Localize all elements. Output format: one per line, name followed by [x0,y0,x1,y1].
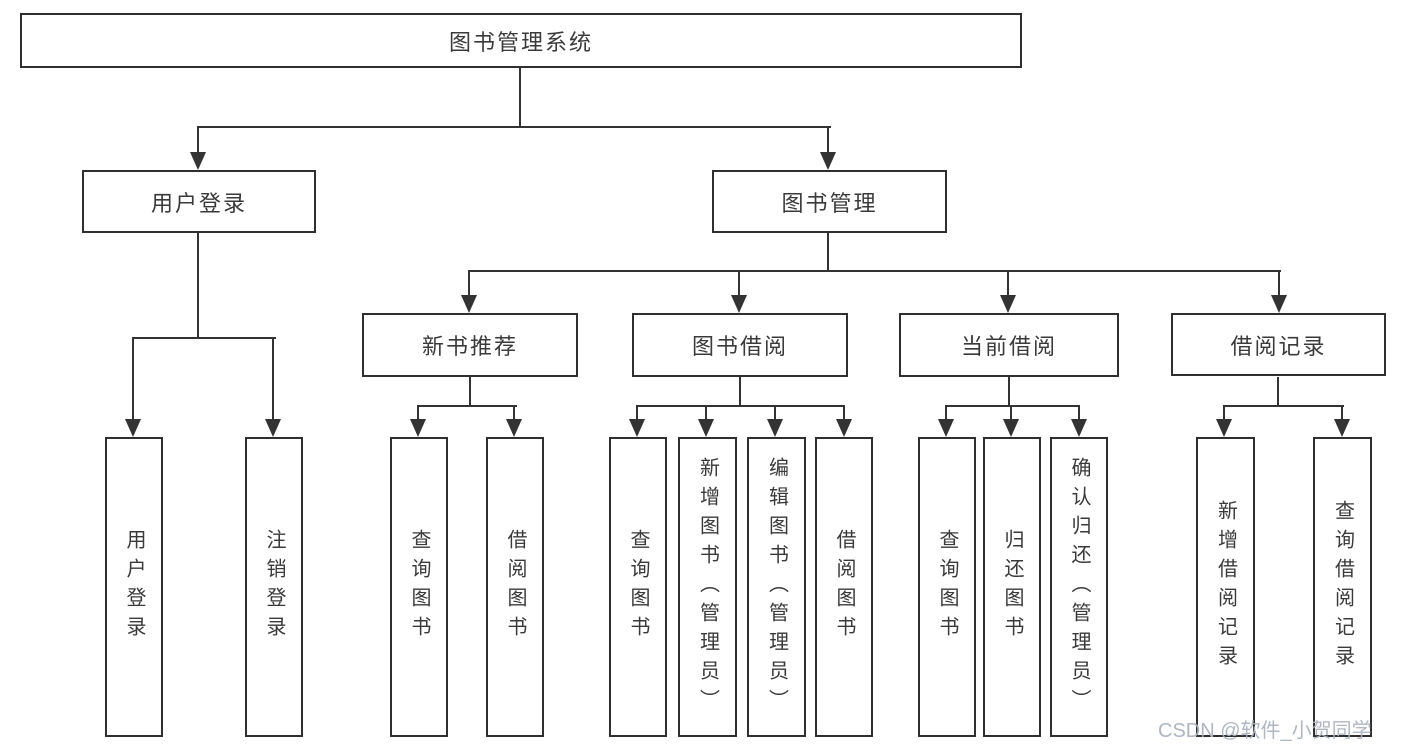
node-add-books-admin: 新增图书（管理员） [678,437,737,737]
node-user-login: 用户登录 [82,170,316,233]
node-query-books-borrowing-label: 查询图书 [627,529,649,645]
connector-current-borrow-drop [1007,270,1009,296]
connector-leaf-drop [705,405,707,421]
node-query-books-borrowing: 查询图书 [609,437,667,737]
node-book-management: 图书管理 [712,170,947,233]
connector-leaf-drop [843,405,845,421]
node-current-borrowing-label: 当前借阅 [960,334,1057,359]
node-library-system-label: 图书管理系统 [448,29,593,55]
connector-current-borrowing-stem [1008,377,1010,407]
node-book-borrowing-label: 图书借阅 [691,334,788,359]
arrow-down-icon [836,419,852,437]
arrow-down-icon [820,152,836,170]
node-query-books-current: 查询图书 [918,437,976,737]
arrow-down-icon [1071,419,1087,437]
arrow-down-icon [731,295,747,313]
connector-new-book-stem [469,377,471,407]
node-add-borrow-record-label: 新增借阅记录 [1214,500,1237,674]
arrow-down-icon [698,419,714,437]
arrow-down-icon [410,419,426,437]
node-query-borrow-record: 查询借阅记录 [1313,437,1372,737]
node-book-management-label: 图书管理 [781,190,878,216]
connector-leaf-drop [1223,405,1225,421]
node-query-books-recommend-label: 查询图书 [408,529,430,645]
arrow-down-icon [629,419,645,437]
node-return-books-label: 归还图书 [1001,529,1023,645]
node-confirm-return-admin-label: 确认归还（管理员） [1068,456,1090,718]
arrow-down-icon [506,419,522,437]
node-borrowing-records-label: 借阅记录 [1230,333,1327,359]
connector-user-login-stem [197,233,199,339]
arrow-down-icon [190,152,206,170]
connector-book-borrowing-stem [739,377,741,407]
connector-user-login-bar [132,337,276,339]
watermark: CSDN @软件_小贺同学 [1158,720,1372,742]
arrow-down-icon [938,419,954,437]
node-borrow-books-borrowing-label: 借阅图书 [833,529,855,645]
node-borrow-books-recommend: 借阅图书 [486,437,544,737]
connector-book-borrowing-bar [636,405,845,407]
connector-current-borrowing-bar [945,405,1080,407]
node-current-borrowing: 当前借阅 [899,313,1119,377]
connector-leaf-drop [1010,405,1012,421]
node-logout-action: 注销登录 [245,437,303,737]
connector-leaf-drop [774,405,776,421]
arrow-down-icon [767,419,783,437]
connector-logout-leaf-drop [272,337,274,421]
node-new-book-recommend: 新书推荐 [362,313,578,377]
node-edit-books-admin: 编辑图书（管理员） [747,437,806,737]
node-add-books-admin-label: 新增图书（管理员） [696,456,719,718]
connector-book-mgmt-stem [827,233,829,272]
connector-borrow-record-drop [1278,270,1280,296]
connector-user-login-drop [197,126,199,154]
node-confirm-return-admin: 确认归还（管理员） [1050,437,1108,737]
node-logout-action-label: 注销登录 [263,529,285,645]
node-user-login-label: 用户登录 [150,190,247,216]
connector-login-leaf-drop [132,337,134,421]
node-query-borrow-record-label: 查询借阅记录 [1331,500,1354,674]
node-book-borrowing: 图书借阅 [632,313,848,377]
connector-leaf-drop [417,405,419,421]
node-borrow-books-borrowing: 借阅图书 [815,437,873,737]
node-user-login-action-label: 用户登录 [123,529,145,645]
arrow-down-icon [265,419,281,437]
connector-book-borrow-drop [738,270,740,296]
connector-level2-bar [197,126,831,128]
node-edit-books-admin-label: 编辑图书（管理员） [765,456,788,718]
arrow-down-icon [1334,419,1350,437]
node-query-books-recommend: 查询图书 [390,437,448,737]
connector-new-book-drop [468,270,470,296]
connector-leaf-drop [945,405,947,421]
connector-book-mgmt-drop [827,126,829,154]
connector-leaf-drop [1341,405,1343,421]
connector-leaf-drop [1078,405,1080,421]
node-return-books: 归还图书 [983,437,1041,737]
connector-level3-bar [468,270,1281,272]
node-new-book-recommend-label: 新书推荐 [421,334,518,359]
node-user-login-action: 用户登录 [105,437,163,737]
node-borrowing-records: 借阅记录 [1171,313,1386,376]
arrow-down-icon [1000,295,1016,313]
arrow-down-icon [461,295,477,313]
connector-leaf-drop [513,405,515,421]
node-borrow-books-recommend-label: 借阅图书 [504,529,526,645]
connector-borrowing-records-stem [1277,377,1279,407]
connector-root-stem [519,68,521,128]
arrow-down-icon [1216,419,1232,437]
arrow-down-icon [1003,419,1019,437]
node-library-system: 图书管理系统 [20,13,1022,68]
connector-leaf-drop [636,405,638,421]
node-query-books-current-label: 查询图书 [936,529,958,645]
connector-borrowing-records-bar [1223,405,1344,407]
arrow-down-icon [125,419,141,437]
connector-new-book-bar [417,405,517,407]
node-add-borrow-record: 新增借阅记录 [1196,437,1255,737]
arrow-down-icon [1271,295,1287,313]
